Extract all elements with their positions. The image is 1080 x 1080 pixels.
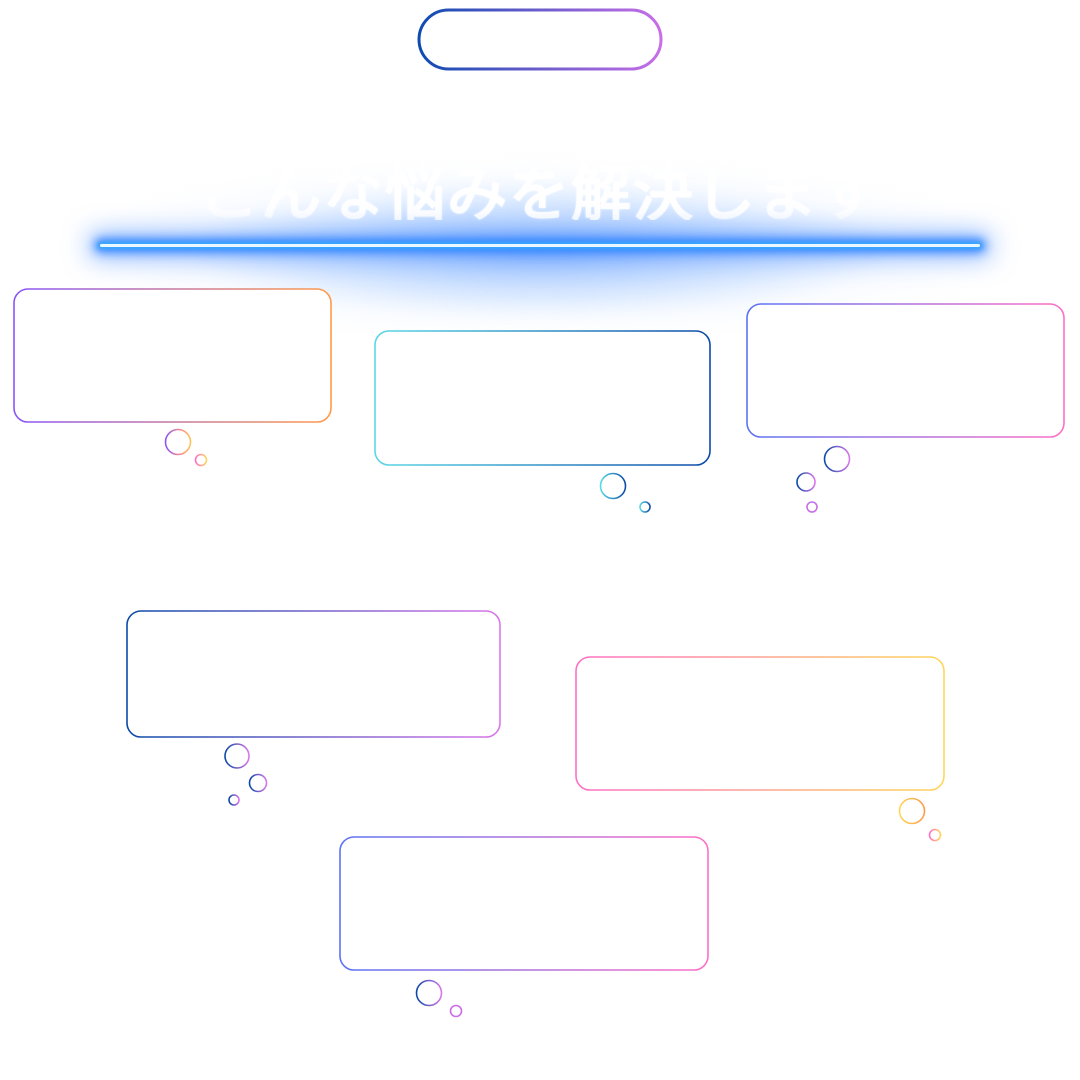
thought-dot-small — [194, 453, 208, 467]
thought-dot-large — [415, 979, 443, 1007]
thought-bubble — [374, 330, 711, 513]
thought-bubble — [746, 303, 1065, 513]
thought-bubble — [339, 836, 709, 1018]
thought-dot-large — [224, 743, 250, 769]
thought-dot-medium — [248, 773, 268, 793]
thought-dot-small — [639, 501, 651, 513]
thought-dot-large — [898, 797, 926, 825]
page-title: こんな悩みを解決します — [199, 160, 881, 220]
thought-dot-large — [599, 472, 627, 500]
thought-dot-large — [164, 428, 192, 456]
thought-dot-large — [823, 445, 851, 473]
bubble-card — [13, 288, 332, 423]
thought-dot-medium — [796, 472, 816, 492]
badge-pill-outline — [417, 8, 663, 71]
bubble-card — [339, 836, 709, 971]
bubble-card — [126, 610, 501, 738]
bubble-card — [746, 303, 1065, 438]
thought-dot-small — [449, 1004, 463, 1018]
thought-bubble — [126, 610, 501, 806]
header-badge — [417, 8, 663, 71]
thought-dot-small — [928, 828, 942, 842]
thought-bubble — [575, 656, 945, 842]
title-neon-underline — [100, 244, 980, 247]
bubble-card — [575, 656, 945, 791]
thought-bubble — [13, 288, 332, 467]
bubble-card — [374, 330, 711, 466]
thought-dot-small — [806, 501, 818, 513]
thought-dot-small — [228, 794, 240, 806]
